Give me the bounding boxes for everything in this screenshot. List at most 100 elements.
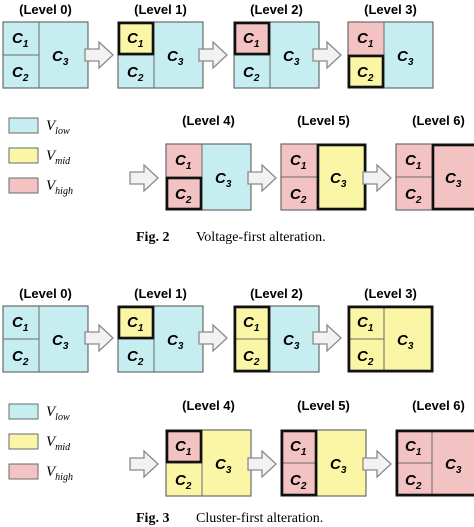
changed-highlight: [347, 305, 434, 373]
label-c1: C1: [175, 438, 192, 458]
changed-highlight: [395, 429, 474, 497]
right-arrow-icon: [84, 40, 114, 70]
label-c1: C1: [127, 30, 144, 50]
label-c2: C2: [127, 348, 144, 368]
cluster-c3-cell: [153, 21, 204, 89]
right-arrow-icon: [247, 163, 277, 193]
cluster-c2-cell: [395, 176, 433, 211]
level-label: (Level 5): [297, 113, 350, 128]
cluster-c3-cell: [38, 305, 89, 373]
level-label: (Level 4): [182, 398, 235, 413]
label-c1: C1: [357, 314, 374, 334]
right-arrow-icon: [84, 323, 114, 353]
legend-label-high: Vhigh: [46, 464, 73, 483]
level-label: (Level 3): [364, 286, 417, 301]
cluster-c1-cell: [347, 21, 385, 56]
level-label: (Level 6): [412, 398, 465, 413]
label-c2: C2: [12, 348, 29, 368]
label-c3: C3: [167, 48, 184, 68]
label-c1: C1: [405, 438, 422, 458]
level-label: (Level 1): [134, 286, 187, 301]
right-arrow-icon: [362, 163, 392, 193]
label-c2: C2: [243, 64, 260, 84]
label-c3: C3: [330, 170, 347, 190]
cluster-c2-cell: [117, 338, 155, 373]
label-c3: C3: [52, 48, 69, 68]
level-label: (Level 5): [297, 398, 350, 413]
legend-swatch-high: [8, 463, 39, 480]
label-c2: C2: [290, 472, 307, 492]
changed-highlight: [165, 176, 203, 211]
level-label: (Level 4): [182, 113, 235, 128]
legend-label-high: Vhigh: [46, 178, 73, 197]
cluster-c3-cell: [201, 143, 252, 211]
cluster-c3-cell: [269, 305, 320, 373]
changed-highlight: [233, 305, 271, 373]
cluster-c3-cell: [38, 21, 89, 89]
label-c3: C3: [215, 170, 232, 190]
label-c1: C1: [290, 438, 307, 458]
cluster-c3-cell: [316, 429, 367, 497]
label-c3: C3: [397, 332, 414, 352]
label-c2: C2: [405, 472, 422, 492]
cluster-c2-cell: [280, 176, 318, 211]
cluster-c3-cell: [153, 305, 204, 373]
right-arrow-icon: [247, 449, 277, 479]
label-c2: C2: [290, 186, 307, 206]
changed-highlight: [347, 54, 385, 89]
label-c2: C2: [357, 64, 374, 84]
label-c1: C1: [357, 30, 374, 50]
legend-swatch-high: [8, 177, 39, 194]
cluster-c2-cell: [2, 338, 40, 373]
label-c3: C3: [397, 48, 414, 68]
legend-swatch-low: [8, 117, 39, 134]
label-c2: C2: [357, 348, 374, 368]
changed-highlight: [117, 305, 155, 340]
label-c2: C2: [12, 64, 29, 84]
label-c1: C1: [127, 314, 144, 334]
legend-swatch-mid: [8, 433, 39, 450]
cluster-c3-cell: [269, 21, 320, 89]
right-arrow-icon: [198, 323, 228, 353]
label-c1: C1: [243, 30, 260, 50]
cluster-c3-cell: [316, 143, 367, 211]
label-c1: C1: [405, 152, 422, 172]
right-arrow-icon: [312, 323, 342, 353]
cluster-c3-cell: [431, 143, 474, 211]
legend-label-mid: Vmid: [46, 434, 71, 453]
right-arrow-icon: [129, 449, 159, 479]
cluster-c2-cell: [2, 54, 40, 89]
changed-highlight: [280, 429, 318, 497]
cluster-c3-cell: [383, 305, 434, 373]
label-c2: C2: [175, 472, 192, 492]
changed-highlight: [117, 21, 155, 56]
right-arrow-icon: [362, 449, 392, 479]
cluster-c3-cell: [383, 21, 434, 89]
legend-label-low: Vlow: [46, 118, 70, 137]
level-label: (Level 1): [134, 2, 187, 17]
label-c3: C3: [445, 456, 462, 476]
level-label: (Level 0): [19, 286, 72, 301]
legend-label-mid: Vmid: [46, 148, 71, 167]
label-c3: C3: [215, 456, 232, 476]
changed-highlight: [233, 21, 271, 56]
cluster-c2-cell: [165, 176, 203, 211]
level-label: (Level 6): [412, 113, 465, 128]
label-c1: C1: [243, 314, 260, 334]
level-label: (Level 3): [364, 2, 417, 17]
